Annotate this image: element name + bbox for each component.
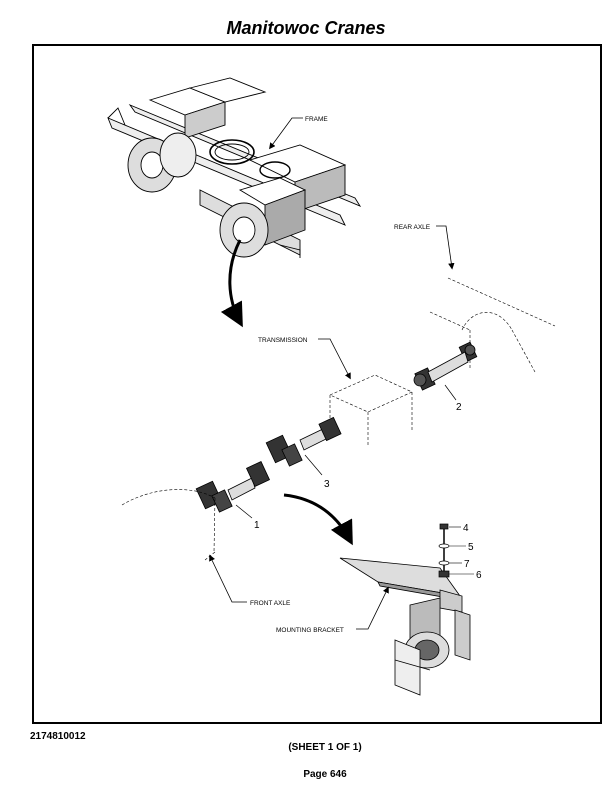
callout-2: 2	[456, 402, 462, 413]
front-axle-label: FRONT AXLE	[250, 600, 291, 607]
callout-1: 1	[254, 520, 260, 531]
transmission-outline	[329, 374, 413, 445]
rear-axle-label: REAR AXLE	[394, 224, 431, 231]
sheet-label: (SHEET 1 OF 1)	[288, 742, 362, 753]
callout-7: 7	[464, 559, 470, 570]
transmission-label: TRANSMISSION	[258, 337, 308, 344]
frame-label: FRAME	[305, 116, 328, 123]
mounting-bracket-label: MOUNTING BRACKET	[276, 627, 344, 634]
frame-illustration	[107, 77, 362, 258]
drawing-number: 2174810012	[30, 731, 86, 742]
page-number: Page 646	[303, 769, 347, 780]
diagram-frame	[32, 44, 602, 724]
callout-6: 6	[476, 570, 482, 581]
callout-4: 4	[463, 523, 469, 534]
rear-axle-outline	[429, 277, 556, 373]
driveshaft-3	[265, 416, 342, 467]
page-title: Manitowoc Cranes	[226, 18, 386, 38]
callout-5: 5	[468, 542, 474, 553]
driveshaft-2	[413, 341, 478, 391]
callout-3: 3	[324, 479, 330, 490]
bolt-hardware	[438, 523, 450, 578]
mounting-bracket-illustration	[339, 557, 471, 696]
driveshaft-1	[195, 461, 271, 513]
